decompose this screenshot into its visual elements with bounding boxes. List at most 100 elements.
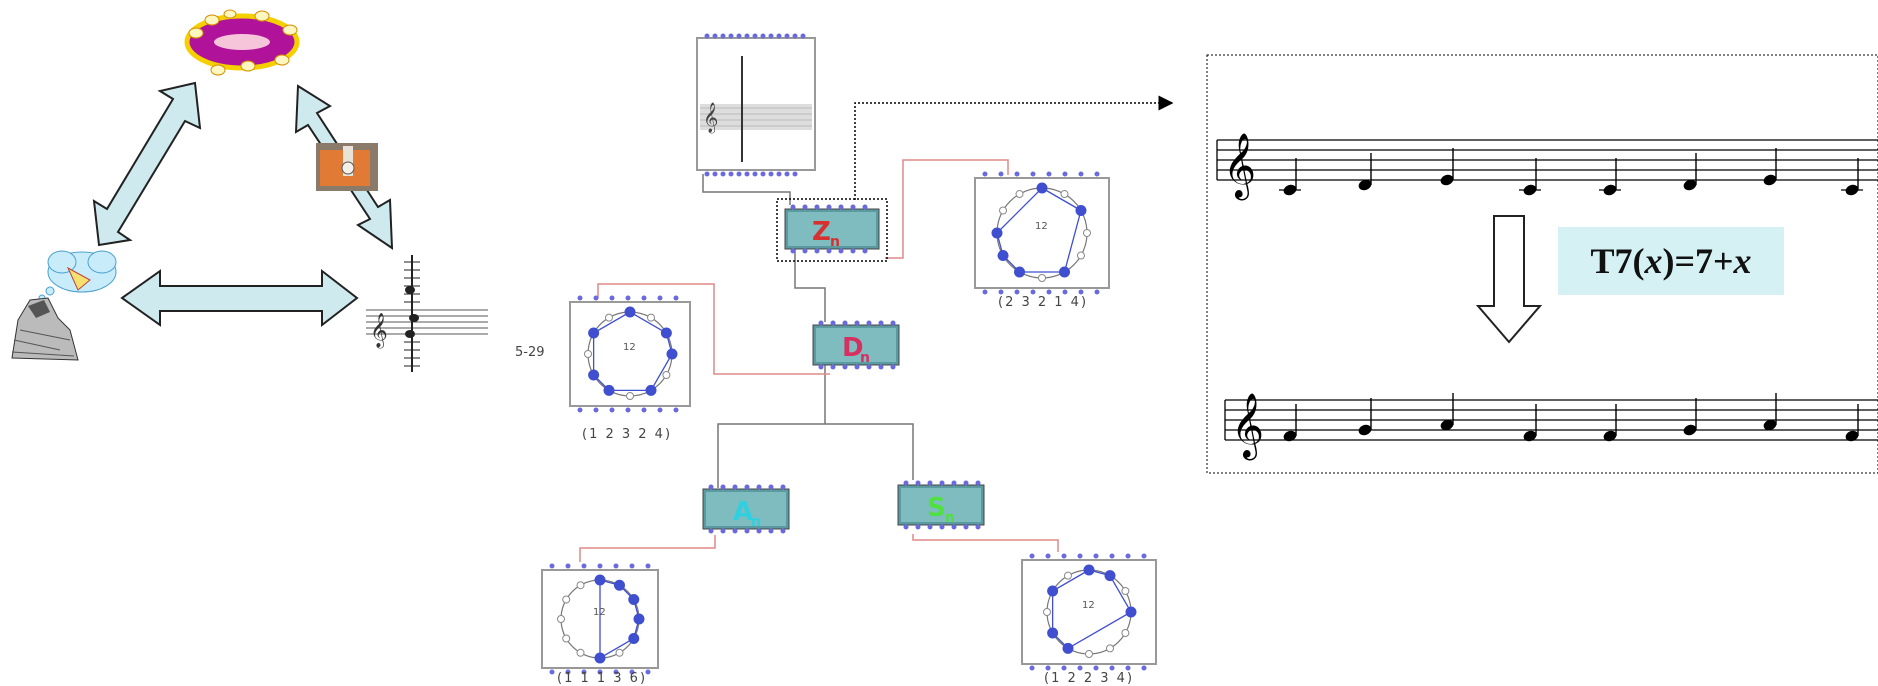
port-dot [642,296,647,301]
port-dot [594,296,599,301]
port-dot [843,321,848,326]
port-dot [757,529,762,534]
port-dot [940,481,945,486]
port-dot [803,205,808,210]
port-dot [831,365,836,370]
port-dot [1126,666,1131,671]
circle-number: 12 [593,607,606,618]
port-dot [1030,554,1035,559]
port-dot [1079,290,1084,295]
pitch-node [1086,651,1093,658]
pitch-node [1048,628,1058,638]
pitch-node [558,616,565,623]
port-dot [674,408,679,413]
double-arrow-left-icon [94,83,200,245]
port-dot [781,529,786,534]
s-module-box[interactable]: S n [898,485,984,526]
interval-vector-bottom-left: (1 1 1 3 6) [557,671,647,686]
port-dot [1078,666,1083,671]
z-module-box[interactable]: Z n [785,209,879,250]
port-dot [983,290,988,295]
score-module-box[interactable]: 𝄞 [697,34,815,177]
port-dot [1030,666,1035,671]
port-dot [1094,666,1099,671]
port-dot [614,564,619,569]
svg-text:n: n [751,514,761,530]
thought-bubble-icon [39,251,116,301]
pitch-node [604,385,614,395]
port-dot [976,481,981,486]
port-dot [658,408,663,413]
port-dot [642,408,647,413]
port-dot [803,249,808,254]
pitch-node [563,635,570,642]
port-dot [1031,172,1036,177]
port-dot [819,365,824,370]
pitch-node [1122,588,1129,595]
port-dot [781,485,786,490]
port-dot [863,249,868,254]
pitch-node [1076,206,1086,216]
port-dot [1063,172,1068,177]
pitch-node [667,349,677,359]
port-dot [904,525,909,530]
pitch-node [663,372,670,379]
pitch-node [1060,267,1070,277]
port-dot [745,485,750,490]
port-dot [582,564,587,569]
port-dot [594,408,599,413]
pitch-circle-left[interactable]: 12 [570,296,690,413]
port-dot [791,205,796,210]
port-dot [952,525,957,530]
port-dot [630,564,635,569]
pitch-circle-bottom-left[interactable]: 12 [542,564,658,675]
pitch-node [1107,645,1114,652]
port-dot [791,249,796,254]
port-dot [831,321,836,326]
pitch-node [595,653,605,663]
set-class-label: 5-29 [515,345,545,360]
pitch-node [1016,191,1023,198]
port-dot [1110,554,1115,559]
svg-text:𝄞: 𝄞 [370,313,388,349]
port-dot [867,321,872,326]
port-dot [658,296,663,301]
port-dot [1063,290,1068,295]
port-dot [721,529,726,534]
port-dot [1078,554,1083,559]
pitch-circle-bottom-right[interactable]: 12 [1022,554,1156,671]
port-dot [815,205,820,210]
transposition-formula: T7(x)=7+x [1558,227,1784,295]
pitch-node [992,228,1002,238]
port-dot [928,525,933,530]
port-dot [1095,290,1100,295]
port-dot [867,365,872,370]
port-dot [757,485,762,490]
svg-text:S: S [927,493,946,523]
pitch-node [646,385,656,395]
port-dot [709,529,714,534]
treble-clef-icon: 𝄞 [1231,393,1264,460]
port-dot [855,365,860,370]
port-dot [598,564,603,569]
pitch-node [625,307,635,317]
pitch-node [577,649,584,656]
port-dot [550,670,555,675]
pitch-node [627,393,634,400]
a-module-box[interactable]: A n [703,489,789,530]
pitch-node [648,314,655,321]
torus-icon [187,10,297,75]
port-dot [1079,172,1084,177]
circle-number: 12 [1035,221,1048,232]
composer-icon [12,298,78,360]
score-fragment-icon: 𝄞 [366,255,488,372]
port-dot [1031,290,1036,295]
port-dot [879,321,884,326]
pitch-circle-top-right[interactable]: 12 [975,172,1109,295]
d-module-box[interactable]: D n [813,325,899,366]
pitch-node [1077,252,1084,259]
port-dot [999,290,1004,295]
port-dot [839,249,844,254]
port-dot [578,408,583,413]
pitch-node [1126,607,1136,617]
